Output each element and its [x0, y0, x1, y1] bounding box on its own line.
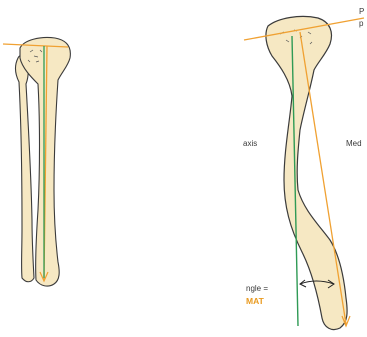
- left-bone-pair: [3, 37, 70, 286]
- angle-value-label: MAT: [246, 297, 264, 306]
- right-bone: [244, 16, 364, 329]
- top-right-label-line1: P: [359, 8, 364, 16]
- top-right-label-line2: p: [359, 20, 363, 28]
- axis-label: axis: [243, 140, 257, 148]
- left-fibula: [15, 55, 34, 282]
- medial-label: Med: [346, 140, 362, 148]
- angle-label: ngle =: [246, 285, 268, 293]
